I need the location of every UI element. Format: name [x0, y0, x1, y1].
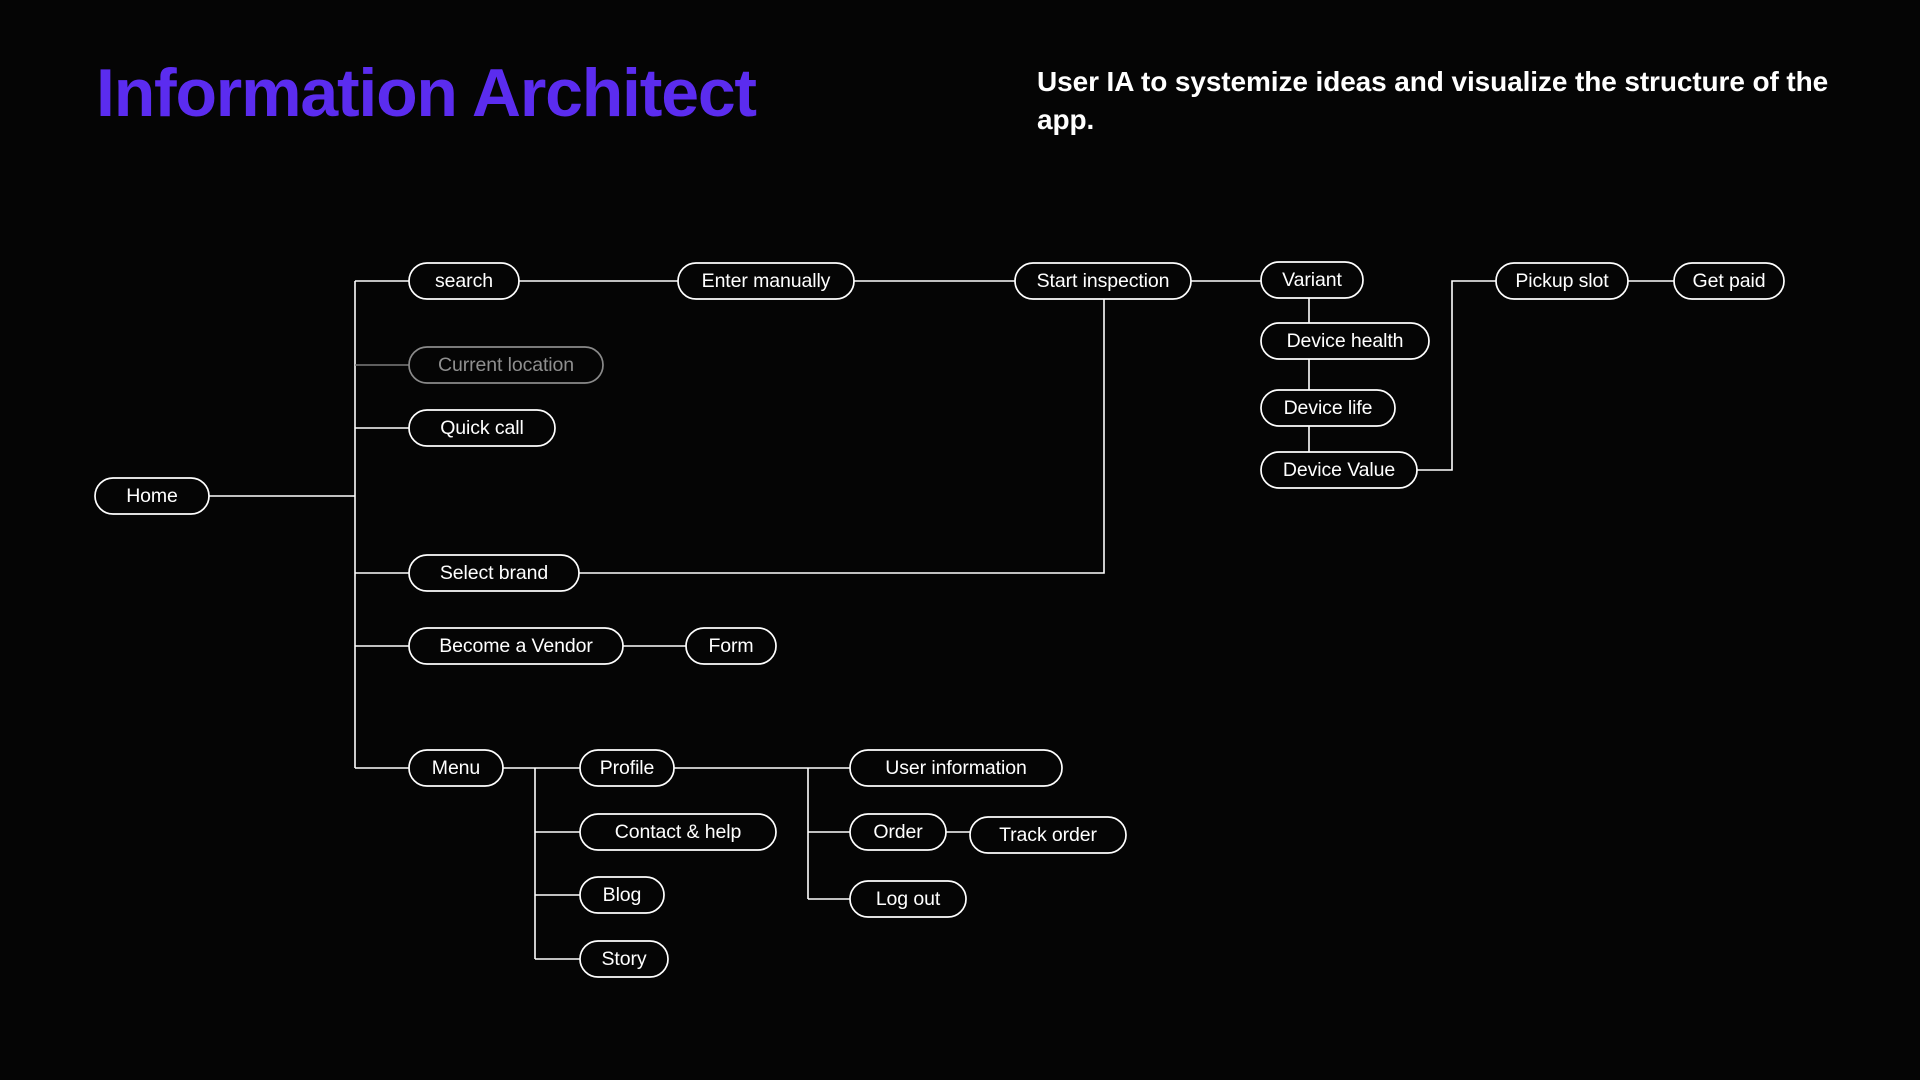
node-label-get-paid: Get paid [1693, 270, 1766, 292]
node-label-home: Home [126, 485, 178, 507]
node-label-menu: Menu [432, 757, 480, 779]
node-label-become-a-vendor: Become a Vendor [439, 635, 593, 657]
node-label-pickup-slot: Pickup slot [1515, 270, 1609, 292]
node-pill-contact-help[interactable] [579, 813, 777, 851]
node-label-order: Order [873, 821, 923, 843]
node-device-health[interactable]: Device health [1260, 322, 1430, 360]
node-search[interactable]: search [408, 262, 520, 300]
node-pill-order[interactable] [849, 813, 947, 851]
node-device-life[interactable]: Device life [1260, 389, 1396, 427]
node-label-current-location: Current location [438, 354, 574, 376]
connector-value-pickup [1417, 280, 1496, 471]
node-label-select-brand: Select brand [440, 562, 548, 584]
node-start-inspection[interactable]: Start inspection [1014, 262, 1192, 300]
node-form[interactable]: Form [685, 627, 777, 665]
node-label-variant: Variant [1282, 269, 1342, 291]
node-pill-current-location[interactable] [408, 346, 604, 384]
node-label-contact-help: Contact & help [615, 821, 742, 843]
node-pill-form[interactable] [685, 627, 777, 665]
node-label-device-life: Device life [1284, 397, 1373, 419]
node-track-order[interactable]: Track order [969, 816, 1127, 854]
node-become-a-vendor[interactable]: Become a Vendor [408, 627, 624, 665]
node-contact-help[interactable]: Contact & help [579, 813, 777, 851]
page-subtitle: User IA to systemize ideas and visualize… [1037, 66, 1829, 135]
node-quick-call[interactable]: Quick call [408, 409, 556, 447]
node-pill-blog[interactable] [579, 876, 665, 914]
node-label-user-information: User information [885, 757, 1026, 779]
node-home[interactable]: Home [94, 477, 210, 515]
node-pill-quick-call[interactable] [408, 409, 556, 447]
node-label-blog: Blog [603, 884, 642, 906]
node-label-search: search [435, 270, 493, 292]
node-label-track-order: Track order [999, 824, 1097, 846]
node-order[interactable]: Order [849, 813, 947, 851]
node-label-log-out: Log out [876, 888, 941, 910]
node-pill-story[interactable] [579, 940, 669, 978]
node-pill-device-value[interactable] [1260, 451, 1418, 489]
node-layer: Home search Enter manually Start inspection… [94, 261, 1785, 978]
node-variant[interactable]: Variant [1260, 261, 1364, 299]
node-pill-device-health[interactable] [1260, 322, 1430, 360]
node-label-form: Form [708, 635, 753, 657]
node-user-information[interactable]: User information [849, 749, 1063, 787]
node-pill-pickup-slot[interactable] [1495, 262, 1629, 300]
node-blog[interactable]: Blog [579, 876, 665, 914]
node-device-value[interactable]: Device Value [1260, 451, 1418, 489]
node-label-profile: Profile [600, 757, 655, 779]
node-log-out[interactable]: Log out [849, 880, 967, 918]
node-select-brand[interactable]: Select brand [408, 554, 580, 592]
node-label-quick-call: Quick call [440, 417, 524, 439]
connector-start-selectbrand [579, 281, 1105, 574]
node-label-device-value: Device Value [1283, 459, 1395, 481]
node-pickup-slot[interactable]: Pickup slot [1495, 262, 1629, 300]
node-pill-track-order[interactable] [969, 816, 1127, 854]
node-enter-manually[interactable]: Enter manually [677, 262, 855, 300]
node-story[interactable]: Story [579, 940, 669, 978]
node-pill-profile[interactable] [579, 749, 675, 787]
node-profile[interactable]: Profile [579, 749, 675, 787]
node-pill-enter-manually[interactable] [677, 262, 855, 300]
node-pill-select-brand[interactable] [408, 554, 580, 592]
node-label-start-inspection: Start inspection [1037, 270, 1170, 292]
node-label-story: Story [601, 948, 646, 970]
node-pill-user-information[interactable] [849, 749, 1063, 787]
node-pill-home[interactable] [94, 477, 210, 515]
page-title: Information Architect [96, 55, 757, 131]
node-pill-start-inspection[interactable] [1014, 262, 1192, 300]
node-pill-search[interactable] [408, 262, 520, 300]
node-current-location[interactable]: Current location [408, 346, 604, 384]
node-pill-log-out[interactable] [849, 880, 967, 918]
node-label-enter-manually: Enter manually [702, 270, 831, 292]
node-menu[interactable]: Menu [408, 749, 504, 787]
node-pill-menu[interactable] [408, 749, 504, 787]
node-label-device-health: Device health [1287, 330, 1404, 352]
node-pill-variant[interactable] [1260, 261, 1364, 299]
node-pill-get-paid[interactable] [1673, 262, 1785, 300]
page-header: Information Architect User IA to systemi… [0, 0, 1920, 190]
node-pill-become-a-vendor[interactable] [408, 627, 624, 665]
node-pill-device-life[interactable] [1260, 389, 1396, 427]
node-get-paid[interactable]: Get paid [1673, 262, 1785, 300]
